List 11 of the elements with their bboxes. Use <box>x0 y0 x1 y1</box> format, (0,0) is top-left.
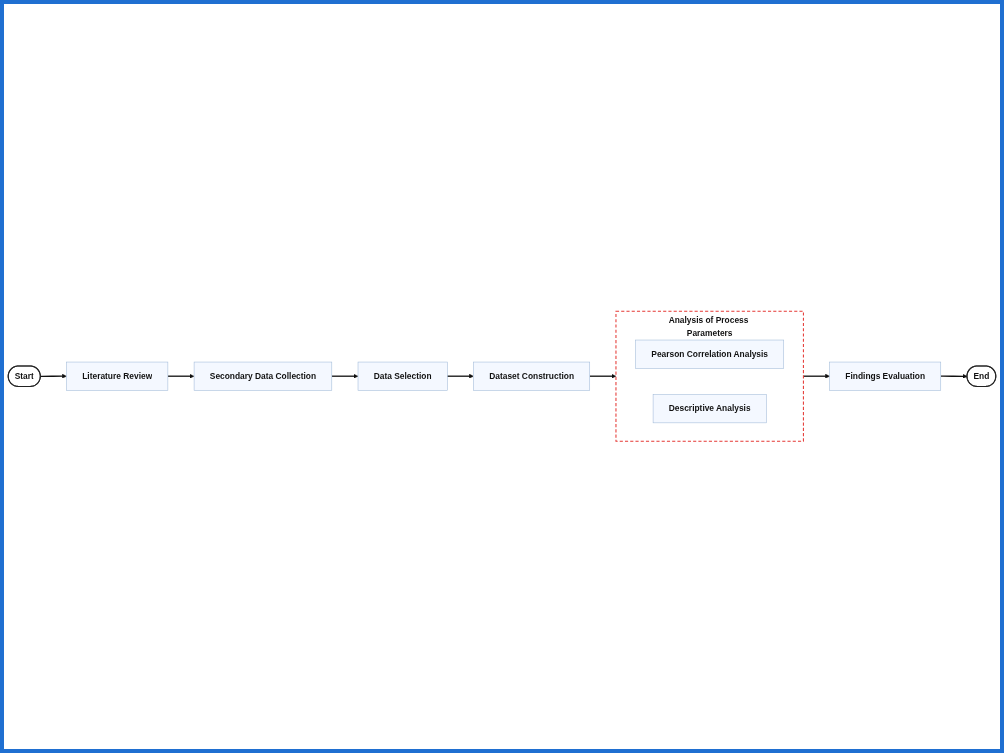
node-box: Pearson Correlation Analysis <box>635 340 784 369</box>
arrow <box>446 374 474 379</box>
node-box: Dataset Construction <box>473 362 590 391</box>
node-box: Secondary Data Collection <box>193 362 333 391</box>
node-box: Findings Evaluation <box>829 362 942 391</box>
arrow <box>940 374 968 379</box>
node-box: Literature Review <box>66 362 169 391</box>
arrow <box>331 374 359 379</box>
arrow <box>167 374 195 379</box>
node-box: Data Selection <box>357 362 448 391</box>
node-box: Descriptive Analysis <box>652 394 767 424</box>
